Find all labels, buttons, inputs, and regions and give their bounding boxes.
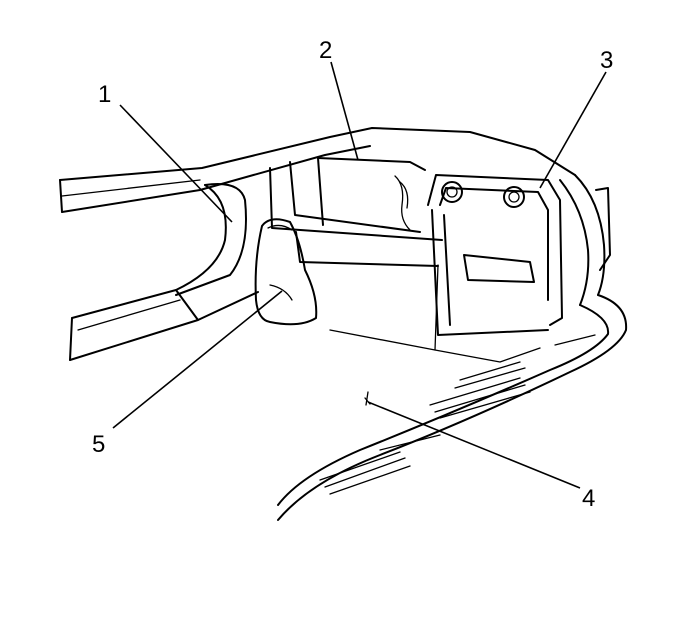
leader-line-4 [367, 401, 581, 489]
callout-2: 2 [319, 37, 332, 64]
callout-5: 5 [92, 431, 105, 458]
leader-line-1 [119, 104, 233, 223]
trunk-illustration [59, 127, 628, 521]
leader-line-3 [539, 71, 607, 189]
callout-3: 3 [600, 47, 613, 74]
leader-line-5 [112, 290, 283, 429]
leader-line-2 [330, 61, 359, 161]
callout-4: 4 [582, 485, 595, 512]
callout-1: 1 [98, 81, 111, 108]
